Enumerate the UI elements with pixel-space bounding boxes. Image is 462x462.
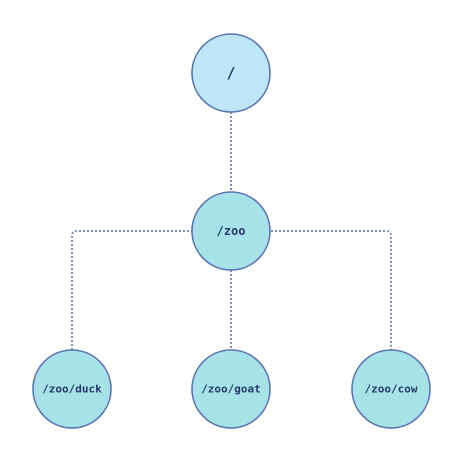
node-duck-circle	[32, 349, 112, 429]
node-zoo: /zoo	[191, 191, 271, 271]
node-cow: /zoo/cow	[351, 349, 431, 429]
node-root-label: /	[226, 64, 235, 82]
edge-zoo-cow	[271, 230, 392, 350]
node-root-circle	[191, 33, 271, 113]
node-duck-label: /zoo/duck	[42, 383, 102, 396]
node-root: /	[191, 33, 271, 113]
edges	[71, 112, 392, 350]
edge-zoo-duck	[71, 230, 193, 350]
node-goat: /zoo/goat	[191, 349, 271, 429]
node-zoo-circle	[191, 191, 271, 271]
node-duck: /zoo/duck	[32, 349, 112, 429]
node-cow-circle	[351, 349, 431, 429]
node-zoo-label: /zoo	[217, 224, 246, 238]
node-goat-label: /zoo/goat	[201, 383, 261, 396]
node-goat-circle	[191, 349, 271, 429]
node-cow-label: /zoo/cow	[365, 383, 418, 396]
